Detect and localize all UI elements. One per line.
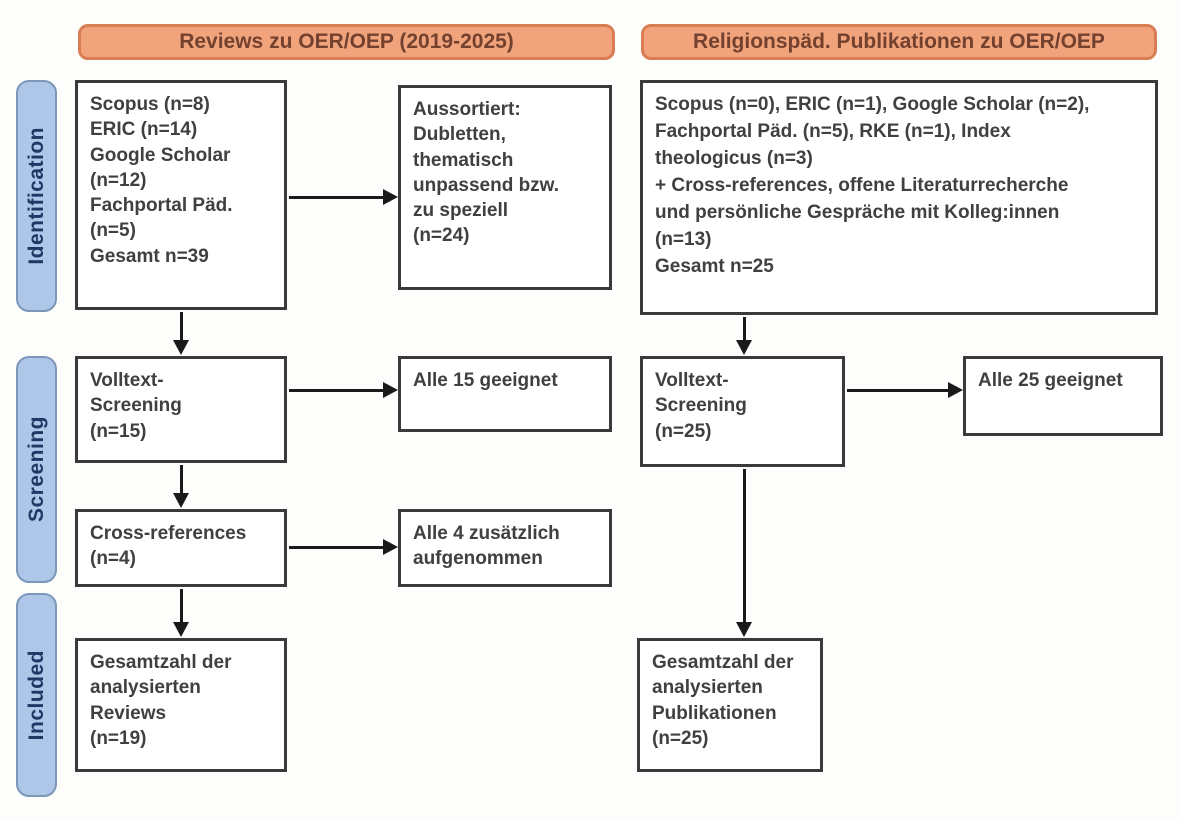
arrow-right-fulltext-to-eligible-line bbox=[847, 389, 949, 392]
arrow-left-crossref-to-added-line bbox=[289, 546, 384, 549]
box-right-total-included: Gesamtzahl der analysierten Publikatione… bbox=[637, 638, 823, 772]
arrow-right-fulltext-to-total-head-icon bbox=[736, 622, 752, 637]
arrow-left-fulltext-to-crossref-head-icon bbox=[173, 493, 189, 508]
box-left-added: Alle 4 zusätzlich aufgenommen bbox=[398, 509, 612, 587]
arrow-left-crossref-to-added-head-icon bbox=[383, 539, 398, 555]
box-left-total-included: Gesamtzahl der analysierten Reviews (n=1… bbox=[75, 638, 287, 772]
stage-included-label: Included bbox=[24, 649, 48, 741]
arrow-left-crossref-to-total-head-icon bbox=[173, 622, 189, 637]
stage-screening-label: Screening bbox=[24, 416, 48, 523]
stage-included: Included bbox=[16, 593, 57, 797]
arrow-left-sources-to-excluded-line bbox=[289, 196, 384, 199]
box-right-sources: Scopus (n=0), ERIC (n=1), Google Scholar… bbox=[640, 80, 1158, 315]
column-header-religionspaed: Religionspäd. Publikationen zu OER/OEP bbox=[641, 24, 1157, 60]
box-left-sources: Scopus (n=8) ERIC (n=14) Google Scholar … bbox=[75, 80, 287, 310]
arrow-left-sources-to-fulltext-line bbox=[180, 312, 183, 341]
arrow-right-sources-to-fulltext-head-icon bbox=[736, 340, 752, 355]
stage-identification: Identification bbox=[16, 80, 57, 312]
box-left-eligible: Alle 15 geeignet bbox=[398, 356, 612, 432]
column-header-reviews: Reviews zu OER/OEP (2019-2025) bbox=[78, 24, 615, 60]
arrow-left-fulltext-to-eligible-head-icon bbox=[383, 382, 398, 398]
arrow-right-fulltext-to-eligible-head-icon bbox=[948, 382, 963, 398]
arrow-right-fulltext-to-total-line bbox=[743, 469, 746, 623]
arrow-right-sources-to-fulltext-line bbox=[743, 317, 746, 341]
box-left-excluded: Aussortiert: Dubletten, thematisch unpas… bbox=[398, 85, 612, 290]
box-left-crossreferences: Cross-references (n=4) bbox=[75, 509, 287, 587]
box-right-fulltext-screening: Volltext- Screening (n=25) bbox=[640, 356, 845, 467]
column-header-religionspaed-label: Religionspäd. Publikationen zu OER/OEP bbox=[693, 30, 1105, 53]
box-right-eligible: Alle 25 geeignet bbox=[963, 356, 1163, 436]
arrow-left-sources-to-excluded-head-icon bbox=[383, 189, 398, 205]
arrow-left-crossref-to-total-line bbox=[180, 589, 183, 623]
arrow-left-fulltext-to-crossref-line bbox=[180, 465, 183, 494]
box-left-fulltext-screening: Volltext- Screening (n=15) bbox=[75, 356, 287, 463]
column-header-reviews-label: Reviews zu OER/OEP (2019-2025) bbox=[179, 30, 514, 53]
stage-identification-label: Identification bbox=[24, 127, 48, 265]
stage-screening: Screening bbox=[16, 356, 57, 583]
arrow-left-fulltext-to-eligible-line bbox=[289, 389, 384, 392]
arrow-left-sources-to-fulltext-head-icon bbox=[173, 340, 189, 355]
